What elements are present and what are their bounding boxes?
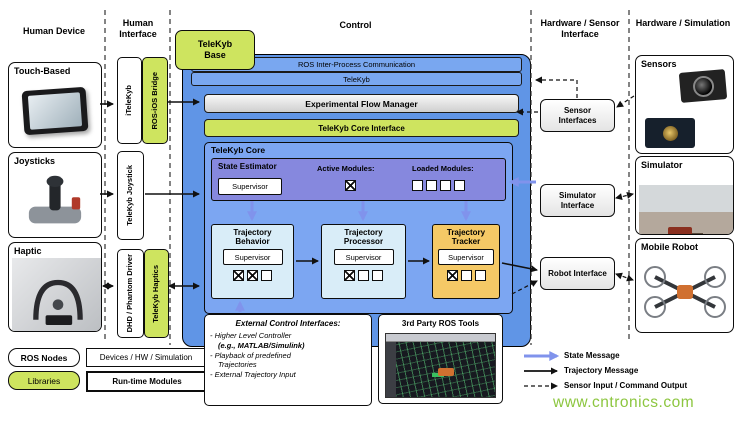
module-ros-ios-bridge: ROS-iOS Bridge (142, 57, 168, 144)
haptic-device-photo (12, 258, 101, 331)
module-checkbox-checked (446, 270, 458, 282)
module-checkbox-empty (358, 270, 369, 282)
legend-ros-nodes: ROS Nodes (8, 348, 80, 367)
trajectory-processor-box: Trajectory Processor Supervisor (321, 224, 406, 299)
module-checkbox-checked (247, 270, 258, 282)
state-estimator-title: State Estimator (218, 162, 277, 171)
telekyb-base-box: TeleKyb Base (175, 30, 255, 70)
trajectory-processor-title: Trajectory Processor (343, 228, 384, 247)
ros-ipc-bar: ROS Inter-Process Communication (191, 57, 522, 72)
rviz-titlebar (386, 334, 495, 342)
sensors-photo (639, 69, 730, 150)
trajectory-tracker-checkboxes (446, 270, 486, 282)
telekyb-bar: TeleKyb (191, 72, 522, 86)
rviz-sidebar (386, 342, 396, 397)
trajectory-behavior-checkboxes (233, 270, 272, 282)
module-checkbox-empty (412, 180, 423, 191)
quadcopter-photo (639, 254, 730, 329)
external-control-line: Trajectories (218, 360, 257, 370)
legend-sensor-io: Sensor Input / Command Output (564, 381, 688, 390)
module-ros-ios-bridge-label: ROS-iOS Bridge (149, 71, 159, 130)
module-checkbox-empty (460, 270, 472, 282)
module-itelekyb-label: iTeleKyb (124, 85, 134, 116)
trajectory-behavior-title: Trajectory Behavior (233, 228, 272, 247)
module-checkbox-empty (474, 270, 486, 282)
robot-interface-box: Robot Interface (540, 257, 615, 290)
module-dhd-phantom-driver: DHD / Phantom Driver (117, 249, 144, 338)
trajectory-tracker-title: Trajectory Tracker (446, 228, 486, 247)
module-checkbox-checked (344, 270, 355, 282)
sensors-label: Sensors (641, 59, 677, 69)
legend-trajectory-message: Trajectory Message (564, 366, 639, 375)
hardware-sensors: Sensors (635, 55, 734, 154)
watermark: www.cntronics.com (553, 394, 695, 411)
tablet-photo (12, 78, 98, 144)
header-human-device: Human Device (22, 26, 86, 36)
module-checkbox-empty (372, 270, 383, 282)
trajectory-behavior-supervisor: Supervisor (222, 249, 283, 266)
loaded-modules-checkboxes (412, 180, 465, 191)
legend-libraries: Libraries (8, 371, 80, 390)
external-control-line: (e.g., MATLAB/Simulink) (218, 340, 305, 350)
module-telekyb-joystick: TeleKyb Joystick (117, 151, 144, 240)
trajectory-tracker-supervisor: Supervisor (438, 249, 494, 266)
sensor-interfaces-box: Sensor Interfaces (540, 99, 615, 132)
module-checkbox-empty (261, 270, 272, 282)
module-checkbox-empty (454, 180, 465, 191)
active-modules-checkboxes (345, 180, 356, 191)
ros-tools-box: 3rd Party ROS Tools (378, 314, 503, 404)
device-haptic: Haptic (8, 242, 102, 332)
external-control-line: - Playback of predefined (210, 350, 291, 360)
module-checkbox-empty (440, 180, 451, 191)
rviz-viewport (396, 342, 495, 397)
experimental-flow-manager: Experimental Flow Manager (204, 94, 519, 113)
module-telekyb-haptics: TeleKyb Haptics (144, 249, 169, 338)
module-telekyb-joystick-label: TeleKyb Joystick (125, 165, 135, 226)
ros-tools-title: 3rd Party ROS Tools (401, 319, 480, 328)
loaded-modules-label: Loaded Modules: (412, 164, 474, 173)
module-checkbox-checked (345, 180, 356, 191)
header-hw-sensor-interface: Hardware / Sensor Interface (540, 18, 620, 40)
joystick-photo (12, 168, 98, 234)
module-itelekyb: iTeleKyb (117, 57, 142, 144)
device-joysticks: Joysticks (8, 152, 102, 238)
legend-state-message: State Message (564, 351, 620, 360)
simulator-photo (639, 185, 733, 234)
module-checkbox-empty (426, 180, 437, 191)
external-control-line: - External Trajectory Input (210, 370, 296, 379)
state-estimator-supervisor: Supervisor (218, 178, 282, 195)
active-modules-label: Active Modules: (317, 164, 375, 173)
hardware-simulator: Simulator (635, 156, 734, 235)
trajectory-tracker-box: Trajectory Tracker Supervisor (432, 224, 500, 299)
device-touch-based: Touch-Based (8, 62, 102, 148)
simulator-label: Simulator (641, 160, 683, 170)
module-dhd-phantom-driver-label: DHD / Phantom Driver (125, 254, 135, 333)
header-control: Control (339, 20, 372, 30)
external-control-title: External Control Interfaces: (235, 319, 341, 328)
mobile-robot-label: Mobile Robot (641, 242, 698, 252)
external-control-line: - Higher Level Controller (210, 331, 292, 340)
trajectory-processor-checkboxes (344, 270, 383, 282)
state-estimator-box: State Estimator Supervisor Active Module… (211, 158, 506, 201)
header-hw-simulation: Hardware / Simulation (635, 18, 731, 28)
trajectory-processor-supervisor: Supervisor (333, 249, 394, 266)
rviz-screenshot (385, 333, 496, 398)
legend-runtime-modules: Run-time Modules (86, 371, 208, 392)
telekyb-core-interface: TeleKyb Core Interface (204, 119, 519, 137)
trajectory-behavior-box: Trajectory Behavior Supervisor (211, 224, 294, 299)
device-haptic-label: Haptic (14, 246, 42, 256)
module-checkbox-checked (233, 270, 244, 282)
external-control-interfaces-box: External Control Interfaces: - Higher Le… (204, 314, 372, 406)
simulator-interface-box: Simulator Interface (540, 184, 615, 217)
module-telekyb-haptics-label: TeleKyb Haptics (151, 264, 161, 323)
telekyb-core-title: TeleKyb Core (211, 145, 266, 155)
header-human-interface: Human Interface (119, 18, 157, 40)
hardware-mobile-robot: Mobile Robot (635, 238, 734, 333)
device-joysticks-label: Joysticks (14, 156, 56, 166)
device-touch-label: Touch-Based (14, 66, 71, 76)
legend-devices-hw-simulation: Devices / HW / Simulation (86, 348, 206, 367)
